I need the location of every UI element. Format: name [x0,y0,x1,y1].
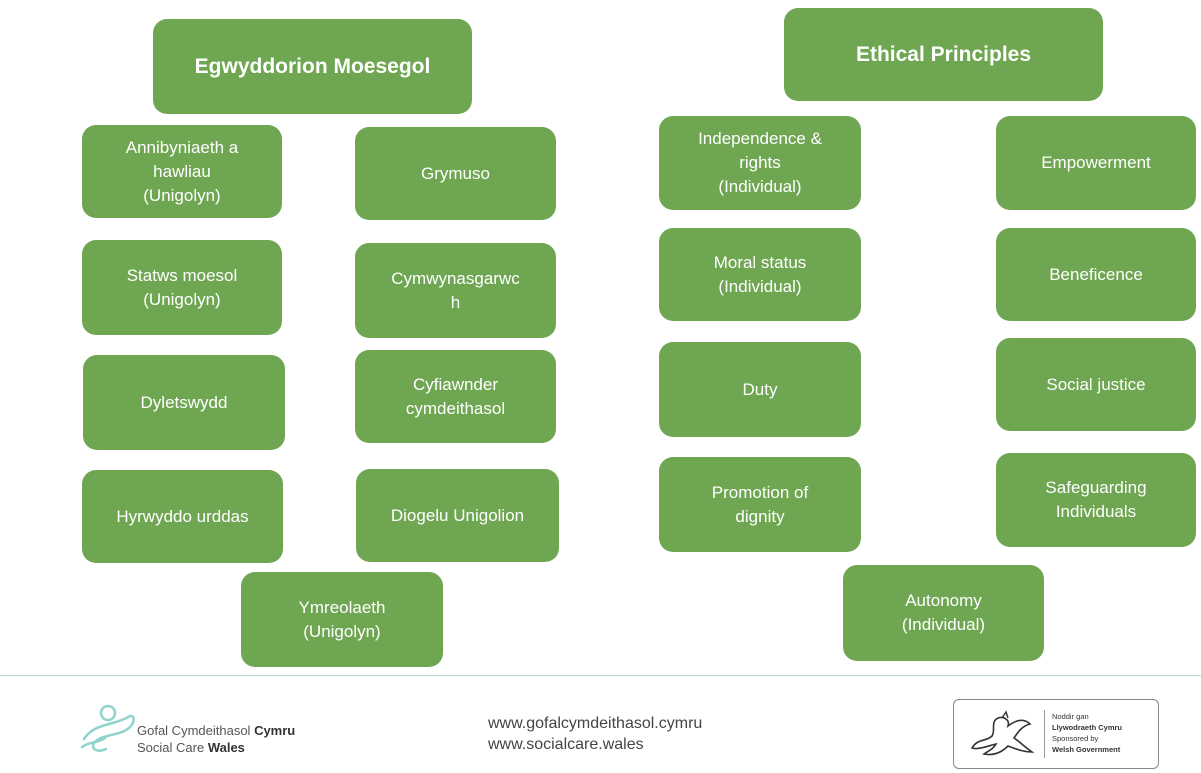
english-box-autonomy: Autonomy (Individual) [843,565,1044,661]
gov-text: Noddir gan Llywodraeth Cymru Sponsored b… [1052,711,1122,755]
english-box-empowerment: Empowerment [996,116,1196,210]
welsh-dragon-icon [970,710,1035,756]
welsh-box-independence: Annibyniaeth a hawliau (Unigolyn) [82,125,282,218]
english-box-social-justice: Social justice [996,338,1196,431]
brand-line1-bold: Cymru [254,723,296,738]
url-welsh-link[interactable]: www.gofalcymdeithasol.cymru [488,715,703,732]
english-box-duty: Duty [659,342,861,437]
english-box-dignity: Promotion of dignity [659,457,861,552]
brand-text: Gofal Cymdeithasol Cymru Social Care Wal… [137,722,295,756]
welsh-box-duty: Dyletswydd [83,355,285,450]
english-box-independence: Independence & rights (Individual) [659,116,861,210]
english-title-box: Ethical Principles [784,8,1103,101]
social-care-wales-logo-icon [80,704,135,752]
brand-line2-bold: Wales [207,740,245,755]
gov-line2: Llywodraeth Cymru [1052,723,1123,732]
footer-urls: www.gofalcymdeithasol.cymru www.socialca… [488,713,702,755]
brand-line1-light: Gofal Cymdeithasol [137,723,255,738]
welsh-box-safeguarding: Diogelu Unigolion [356,469,559,562]
english-box-moral-status: Moral status (Individual) [659,228,861,321]
url-english-link[interactable]: www.socialcare.wales [488,736,644,753]
english-box-safeguarding: Safeguarding Individuals [996,453,1196,547]
gov-line1: Noddir gan [1052,712,1089,721]
footer-divider [0,675,1201,676]
gov-line4: Welsh Government [1052,745,1121,754]
badge-separator [1044,710,1045,758]
gov-line3: Sponsored by [1052,734,1099,743]
welsh-government-badge: Noddir gan Llywodraeth Cymru Sponsored b… [953,699,1159,769]
welsh-box-beneficence: Cymwynasgarwc h [355,243,556,338]
welsh-box-dignity: Hyrwyddo urddas [82,470,283,563]
brand-line2-light: Social Care [137,740,208,755]
english-box-beneficence: Beneficence [996,228,1196,321]
welsh-box-moral-status: Statws moesol (Unigolyn) [82,240,282,335]
welsh-box-social-justice: Cyfiawnder cymdeithasol [355,350,556,443]
welsh-box-empowerment: Grymuso [355,127,556,220]
welsh-title-box: Egwyddorion Moesegol [153,19,472,114]
welsh-box-autonomy: Ymreolaeth (Unigolyn) [241,572,443,667]
